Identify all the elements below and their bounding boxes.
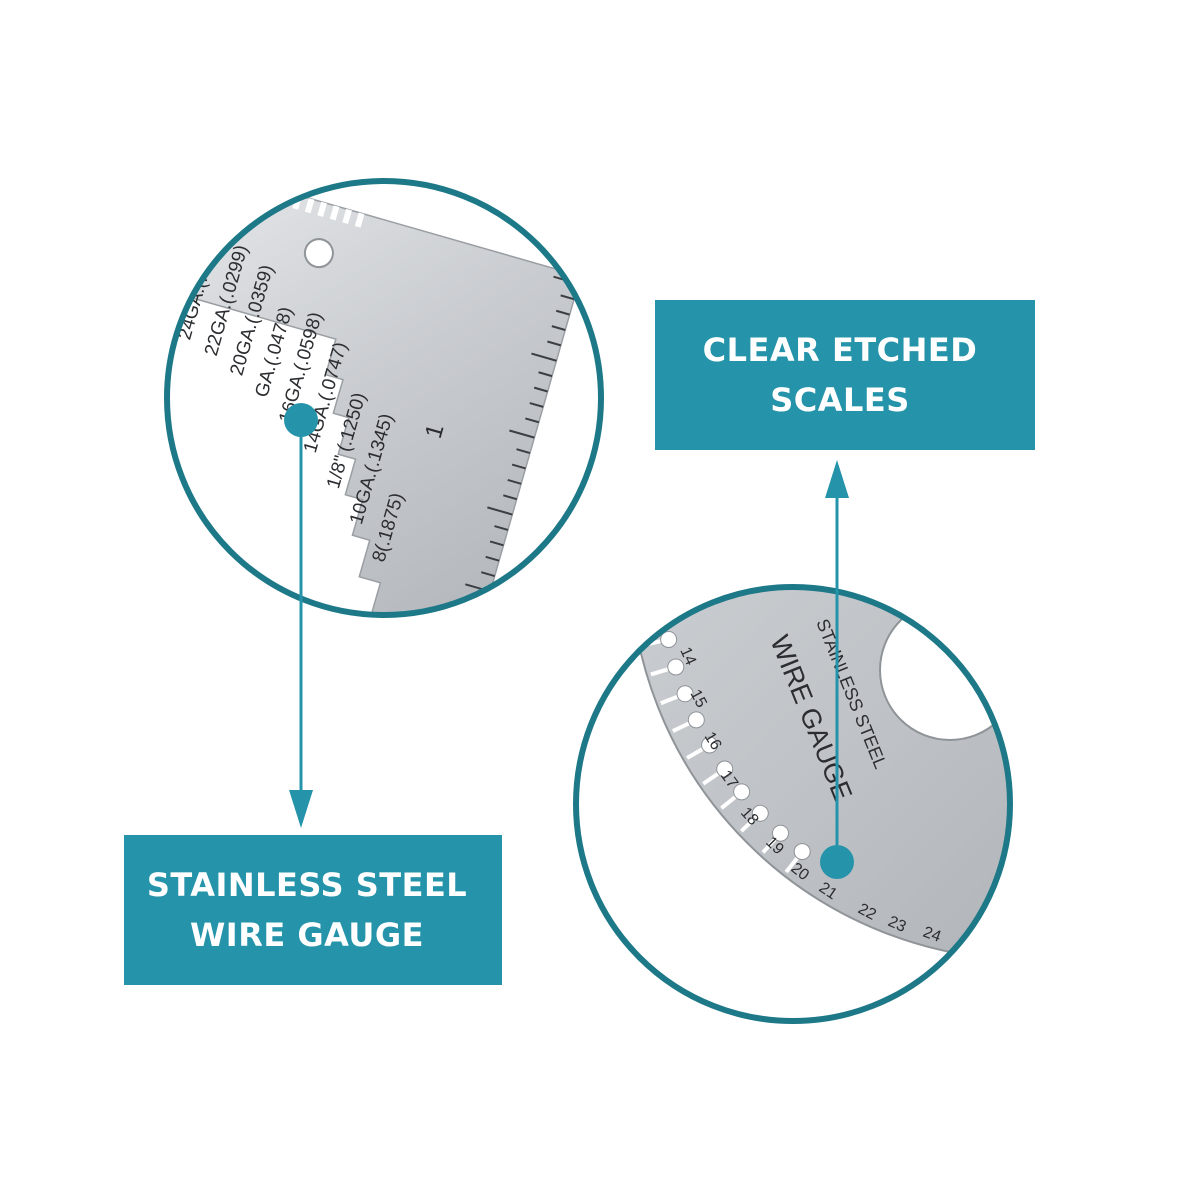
callout-clear-line1: CLEAR ETCHED bbox=[702, 331, 978, 369]
ruler-tick bbox=[480, 571, 495, 578]
gauge-number-16: 16 bbox=[701, 729, 725, 753]
gauge-slot-hole bbox=[657, 490, 673, 506]
gauge-slot bbox=[635, 583, 661, 585]
ruler-tick bbox=[529, 402, 544, 408]
ruler-tick bbox=[516, 448, 531, 454]
gauge-number-14: 14 bbox=[676, 645, 699, 668]
ruler-tick bbox=[533, 386, 548, 393]
ruler-notch bbox=[267, 187, 277, 203]
gauge-slot bbox=[646, 464, 671, 470]
ruler-tick bbox=[472, 602, 487, 608]
ruler-tick bbox=[443, 661, 468, 668]
ruler-tick bbox=[489, 540, 504, 547]
right-pointer bbox=[820, 460, 854, 879]
ruler-notch bbox=[204, 181, 215, 185]
ruler-tick bbox=[459, 649, 472, 653]
ruler-tick bbox=[511, 463, 526, 470]
ruler-tick bbox=[468, 618, 481, 622]
ruler-tick bbox=[485, 555, 500, 562]
gauge-slot-hole bbox=[652, 547, 668, 563]
ruler-tick bbox=[547, 340, 562, 347]
callout-clear-etched-scales: CLEAR ETCHED SCALES bbox=[655, 300, 1035, 450]
gauge-slot-hole bbox=[751, 804, 769, 822]
ruler-tick bbox=[507, 478, 522, 485]
ruler-notch bbox=[229, 181, 240, 192]
ruler-notch bbox=[354, 212, 365, 228]
ruler-tick bbox=[464, 634, 477, 638]
ruler-notch bbox=[242, 181, 252, 196]
gauge-slot-hole bbox=[780, 272, 796, 288]
gauge-slot-hole bbox=[772, 824, 790, 842]
ruler-notch bbox=[329, 205, 340, 221]
arrow-down-icon bbox=[289, 790, 313, 828]
gauge-slot-hole bbox=[793, 843, 811, 861]
ruler-tick bbox=[560, 294, 575, 301]
gauge-slot bbox=[749, 281, 767, 299]
callout-clear-line2: SCALES bbox=[770, 381, 910, 419]
gauge-slot bbox=[636, 524, 662, 526]
round-gauge-disc bbox=[629, 587, 1010, 961]
gauge-number-24: 24 bbox=[921, 924, 944, 946]
ruler-tick bbox=[494, 525, 509, 531]
ruler-tick bbox=[509, 429, 535, 439]
callout-steel-line1: STAINLESS STEEL bbox=[146, 866, 468, 904]
ruler-notch bbox=[342, 208, 352, 225]
callout-stainless-wire-gauge: STAINLESS STEEL WIRE GAUGE bbox=[124, 835, 502, 985]
gauge-slot bbox=[771, 260, 788, 280]
ruler-tick bbox=[487, 506, 513, 516]
gauge-slot-hole bbox=[654, 518, 670, 534]
ruler-tick bbox=[555, 309, 570, 316]
right-pointer-dot bbox=[820, 845, 854, 879]
gauge-slot bbox=[637, 609, 664, 618]
gauge-number-23: 23 bbox=[885, 913, 908, 936]
ruler-tick bbox=[450, 680, 463, 684]
gauge-number-22: 22 bbox=[855, 901, 879, 924]
ruler-notch bbox=[317, 201, 327, 217]
ruler-tick bbox=[446, 695, 459, 699]
gauge-slot-hole bbox=[826, 238, 842, 254]
ruler-tick bbox=[538, 371, 553, 378]
gauge-slot bbox=[820, 224, 834, 246]
gauge-slot-hole bbox=[667, 658, 685, 676]
right-circle-border bbox=[573, 584, 1013, 1024]
gauge-slot-hole bbox=[660, 630, 678, 648]
ruler-tick bbox=[551, 325, 566, 331]
gauge-slot-hole bbox=[802, 254, 818, 270]
ruler-notch bbox=[304, 198, 315, 214]
center-hole bbox=[879, 599, 1010, 741]
ruler-tick bbox=[525, 417, 540, 424]
callout-steel-line2: WIRE GAUGE bbox=[190, 916, 424, 954]
left-pointer-dot bbox=[284, 403, 318, 437]
left-zoom-circle: 24GA.(.0239) 22GA.(.0299) 20GA.(.0359) G… bbox=[164, 178, 604, 699]
gauge-slot-hole bbox=[663, 462, 679, 478]
gauge-slot bbox=[795, 241, 810, 262]
ruler-tick bbox=[531, 352, 557, 362]
ruler-notch bbox=[217, 181, 227, 189]
left-circle-border bbox=[164, 178, 604, 618]
gauge-slot-hole bbox=[687, 711, 705, 729]
ruler-tick bbox=[503, 494, 518, 501]
gauge-slot-hole bbox=[716, 760, 734, 778]
left-pointer bbox=[284, 403, 318, 828]
gauge-slot bbox=[640, 494, 666, 498]
arrow-up-icon bbox=[825, 460, 849, 498]
ruler-notch bbox=[192, 181, 202, 182]
gauge-slot-hole bbox=[701, 736, 719, 754]
gauge-slot-hole bbox=[676, 685, 694, 703]
gauge-slot-hole bbox=[652, 587, 670, 592]
gauge-slot-hole bbox=[655, 602, 673, 620]
gauge-number-15: 15 bbox=[686, 687, 709, 711]
hanging-hole bbox=[303, 238, 334, 269]
gauge-slot-hole bbox=[733, 783, 751, 801]
right-zoom-circle: 14 15 16 17 18 19 20 21 22 23 24 WIRE GA… bbox=[573, 224, 1013, 1024]
ruler-notch bbox=[254, 183, 265, 199]
